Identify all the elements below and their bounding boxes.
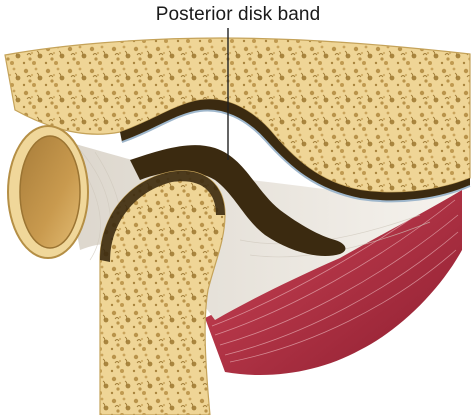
posterior-disk-band-label: Posterior disk band: [155, 4, 321, 25]
auditory-canal: [7, 125, 89, 259]
muscle: [205, 178, 462, 376]
temporal-bone: [4, 37, 471, 203]
mandibular-condyle: [99, 170, 226, 415]
articular-disk: [130, 145, 346, 256]
